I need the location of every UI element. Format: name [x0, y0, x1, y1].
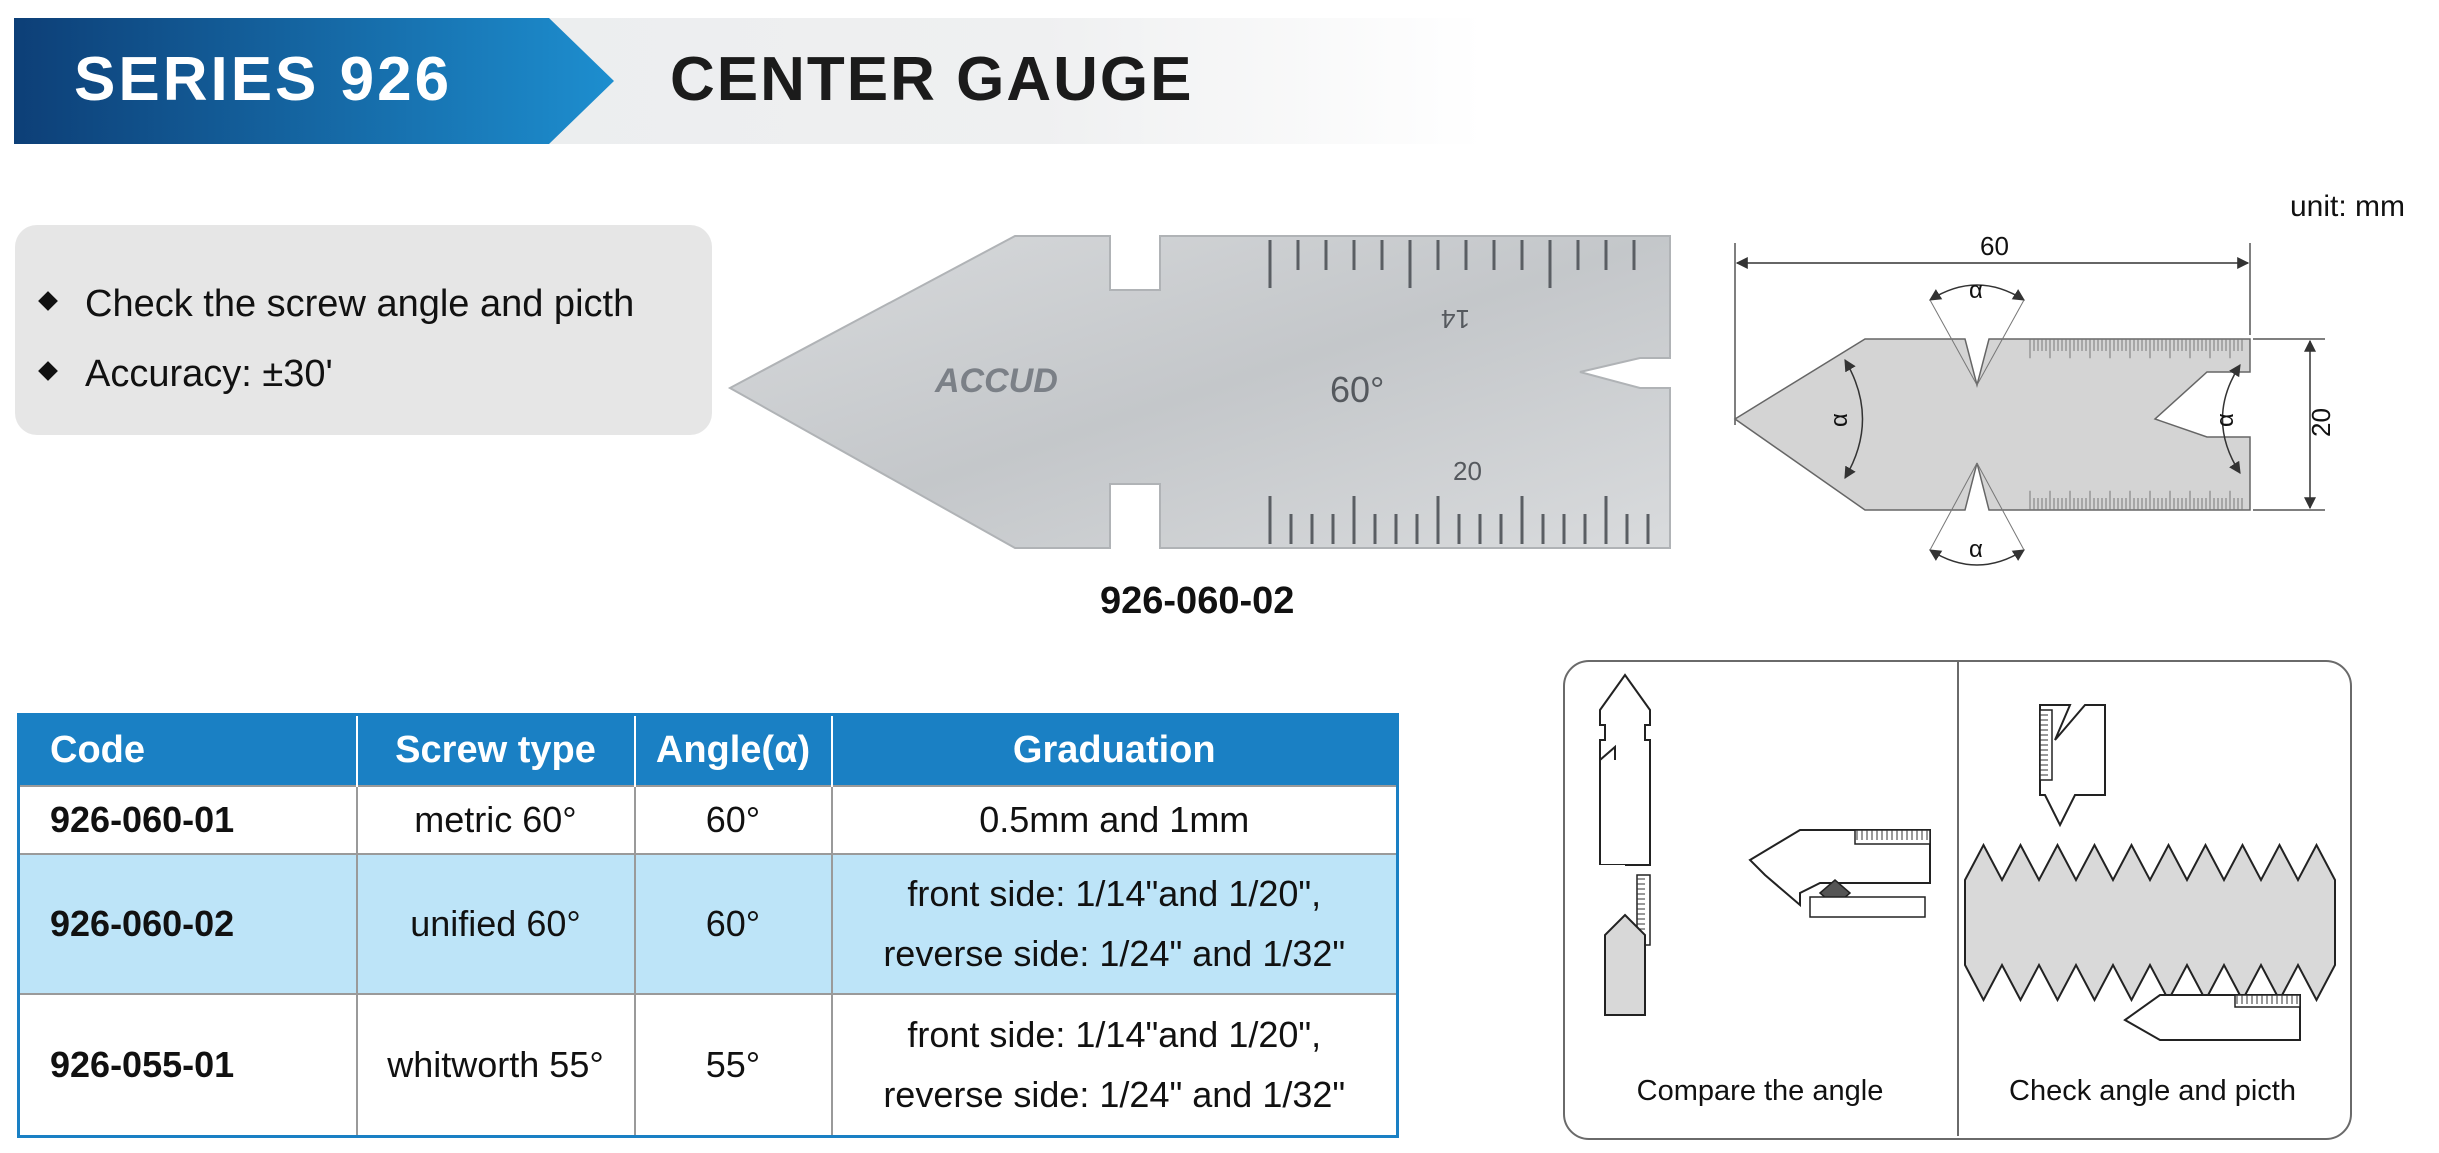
bullet-icon	[38, 361, 58, 381]
graduation-line: 0.5mm and 1mm	[979, 799, 1250, 840]
angle-symbol-right: α	[2212, 413, 2239, 427]
upper-scale-label: 14	[1441, 304, 1470, 334]
angle-symbol-top: α	[1969, 277, 1983, 304]
unit-label: unit: mm	[2290, 190, 2406, 223]
cell-graduation: front side: 1/14"and 1/20", reverse side…	[830, 853, 1399, 995]
gauge-body	[727, 235, 1671, 549]
upper-scale-ticks	[1268, 240, 1636, 288]
spec-table: Code Screw type Angle(α) Graduation 926-…	[17, 713, 1399, 1138]
lower-scale-label: 20	[1453, 456, 1482, 486]
graduation-line: reverse side: 1/24" and 1/32"	[883, 933, 1346, 974]
graduation-line: front side: 1/14"and 1/20",	[907, 873, 1322, 914]
caption-check-angle: Check angle and picth	[2009, 1075, 2296, 1107]
cell-angle: 60°	[633, 785, 833, 855]
col-header-graduation: Graduation	[830, 714, 1398, 786]
series-arrow-banner	[14, 18, 614, 144]
usage-illustration-box	[1563, 660, 2352, 1140]
feature-item: Accuracy: ±30'	[38, 352, 333, 396]
angle-symbol-bottom: α	[1969, 536, 1983, 563]
cell-screw-type: whitworth 55°	[355, 993, 636, 1138]
col-header-screw-type: Screw type	[355, 714, 635, 786]
cell-screw-type: unified 60°	[355, 853, 636, 995]
cell-code: 926-055-01	[17, 993, 358, 1138]
graduation-line: front side: 1/14"and 1/20",	[907, 1014, 1322, 1055]
cell-graduation: 0.5mm and 1mm	[830, 785, 1399, 855]
col-header-code: Code	[18, 714, 357, 786]
feature-text: Accuracy: ±30'	[85, 353, 333, 395]
feature-box: Check the screw angle and picth Accuracy…	[15, 225, 712, 435]
cell-graduation: front side: 1/14"and 1/20", reverse side…	[830, 993, 1399, 1138]
bullet-icon	[38, 291, 58, 311]
height-dimension: 20	[2306, 408, 2336, 437]
table-row: 926-060-02 unified 60° 60° front side: 1…	[17, 853, 1399, 995]
photo-code-label: 926-060-02	[1100, 580, 1295, 622]
caption-compare-angle: Compare the angle	[1636, 1075, 1884, 1107]
cell-code: 926-060-02	[17, 853, 358, 995]
dimension-drawing: 60 20 α α α α	[1733, 231, 2336, 566]
table-header-row: Code Screw type Angle(α) Graduation	[18, 714, 1398, 786]
compare-angle-illustration	[1595, 673, 1931, 1016]
center-gauge-photo: ACCUD 60° 14 20	[727, 235, 1671, 549]
series-title: SERIES 926	[74, 45, 453, 114]
cell-angle: 60°	[633, 853, 833, 995]
col-header-angle: Angle(α)	[633, 714, 832, 786]
length-dimension: 60	[1980, 231, 2009, 261]
gauge-outline	[1733, 338, 2251, 511]
angle-symbol-left: α	[1826, 413, 1853, 427]
usage-divider	[1957, 662, 1959, 1136]
check-angle-illustration	[1964, 704, 2336, 1041]
angle-marking: 60°	[1330, 369, 1384, 410]
brand-logo: ACCUD	[934, 362, 1058, 400]
table-row: 926-060-01 metric 60° 60° 0.5mm and 1mm	[17, 785, 1399, 855]
cell-angle: 55°	[633, 993, 833, 1138]
graduation-line: reverse side: 1/24" and 1/32"	[883, 1074, 1346, 1115]
lower-scale-ticks	[1268, 496, 1650, 544]
cell-screw-type: metric 60°	[355, 785, 636, 855]
page-title: CENTER GAUGE	[670, 45, 1194, 114]
feature-item: Check the screw angle and picth	[38, 282, 635, 326]
feature-text: Check the screw angle and picth	[85, 283, 635, 325]
cell-code: 926-060-01	[17, 785, 358, 855]
table-row: 926-055-01 whitworth 55° 55° front side:…	[17, 993, 1399, 1138]
